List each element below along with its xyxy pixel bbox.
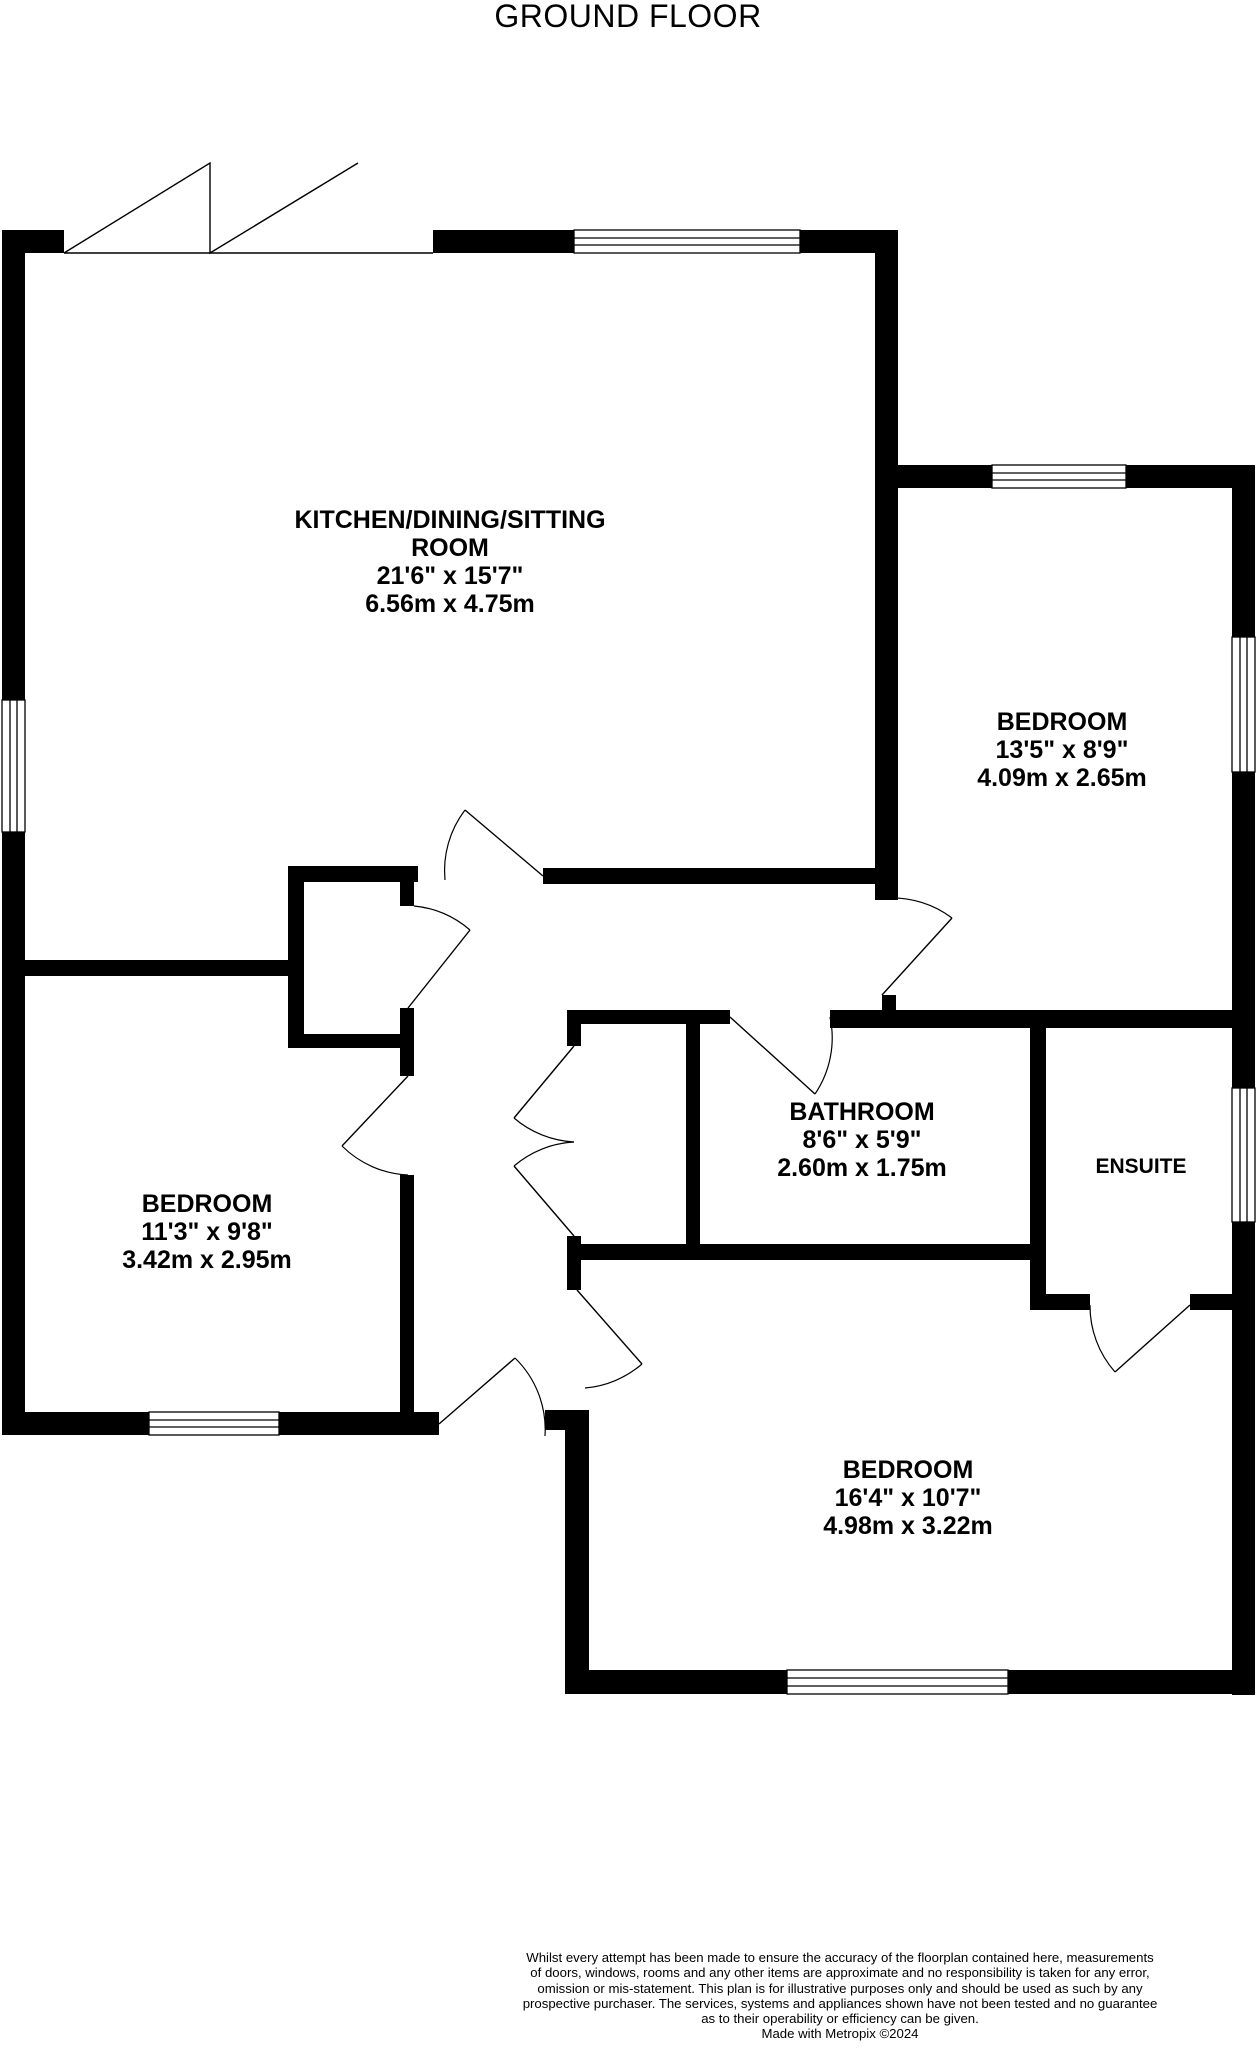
wall [567, 1010, 730, 1024]
wall [2, 1412, 149, 1435]
room-dimensions-imperial: 21'6" x 15'7" [377, 562, 524, 590]
room-label-ensuite: ENSUITE [1095, 1155, 1186, 1178]
disclaimer-line: omission or mis-statement. This plan is … [537, 1980, 1143, 1996]
wall [565, 1670, 787, 1694]
room-dimensions-metric: 6.56m x 4.75m [365, 590, 535, 618]
room-dimensions-imperial: 11'3" x 9'8" [141, 1218, 273, 1246]
wall [400, 1008, 414, 1076]
floor-title: GROUND FLOOR [494, 0, 762, 34]
room-name: KITCHEN/DINING/SITTING [294, 506, 605, 534]
room-dimensions-imperial: 13'5" x 8'9" [996, 736, 1129, 764]
doors [63, 161, 1191, 1437]
wall [288, 866, 304, 1046]
wall [543, 868, 898, 884]
wall [288, 866, 418, 882]
wall [830, 1010, 1255, 1028]
wall [545, 1410, 585, 1430]
window [1231, 1087, 1256, 1223]
disclaimer-credit: Made with Metropix ©2024 [761, 2026, 919, 2042]
wall [875, 465, 898, 900]
room-label-bedroom-right: BEDROOM 13'5" x 8'9" 4.09m x 2.65m [977, 708, 1147, 792]
bifold-door [63, 161, 433, 255]
room-label-bedroom-bottom: BEDROOM 16'4" x 10'7" 4.98m x 3.22m [823, 1456, 993, 1540]
room-dimensions-imperial: 8'6" x 5'9" [802, 1126, 921, 1154]
room-name: ENSUITE [1095, 1155, 1186, 1178]
door [341, 1075, 409, 1176]
window [1231, 636, 1256, 773]
disclaimer: Whilst every attempt has been made to en… [470, 1950, 1210, 2042]
room-name: BATHROOM [789, 1098, 934, 1126]
door [513, 1045, 575, 1237]
windows [1, 229, 1256, 1695]
window [573, 229, 801, 254]
door [407, 905, 471, 1009]
wall [686, 1010, 700, 1248]
room-dimensions-imperial: 16'4" x 10'7" [835, 1484, 982, 1512]
wall [882, 995, 896, 1025]
room-dimensions-metric: 2.60m x 1.75m [777, 1154, 947, 1182]
wall [1190, 1294, 1255, 1310]
door [443, 809, 544, 881]
wall [279, 1412, 439, 1435]
window [148, 1411, 280, 1436]
window [1, 699, 26, 833]
disclaimer-line: Whilst every attempt has been made to en… [526, 1950, 1154, 1965]
door [1089, 1304, 1191, 1373]
wall [1008, 1670, 1255, 1694]
window [991, 464, 1127, 489]
room-label-bedroom-left: BEDROOM 11'3" x 9'8" 3.42m x 2.95m [122, 1190, 292, 1274]
disclaimer-line: of doors, windows, rooms and any other i… [530, 1965, 1150, 1981]
wall [400, 1175, 414, 1425]
wall [1030, 1024, 1046, 1306]
disclaimer-line: prospective purchaser. The services, sys… [522, 1995, 1158, 2011]
wall [567, 1010, 581, 1046]
door [729, 1016, 833, 1095]
disclaimer-line: as to their operability or efficiency ca… [701, 2011, 979, 2027]
wall [565, 1410, 589, 1692]
room-name: BEDROOM [843, 1456, 974, 1484]
door [576, 1289, 643, 1389]
wall [567, 1244, 1046, 1260]
window [786, 1669, 1009, 1695]
wall [288, 1034, 406, 1048]
wall [400, 866, 414, 906]
room-dimensions-metric: 4.09m x 2.65m [977, 764, 1147, 792]
room-name: ROOM [411, 534, 489, 562]
door [438, 1357, 546, 1437]
wall [25, 960, 295, 976]
room-dimensions-metric: 4.98m x 3.22m [823, 1512, 993, 1540]
room-label-kitchen: KITCHEN/DINING/SITTING ROOM 21'6" x 15'7… [294, 506, 605, 618]
walls [2, 230, 1255, 1695]
door [881, 897, 953, 996]
room-name: BEDROOM [997, 708, 1128, 736]
room-label-bathroom: BATHROOM 8'6" x 5'9" 2.60m x 1.75m [777, 1098, 947, 1182]
room-name: BEDROOM [142, 1190, 273, 1218]
wall [1030, 1294, 1090, 1310]
room-dimensions-metric: 3.42m x 2.95m [122, 1246, 292, 1274]
wall [875, 230, 898, 465]
